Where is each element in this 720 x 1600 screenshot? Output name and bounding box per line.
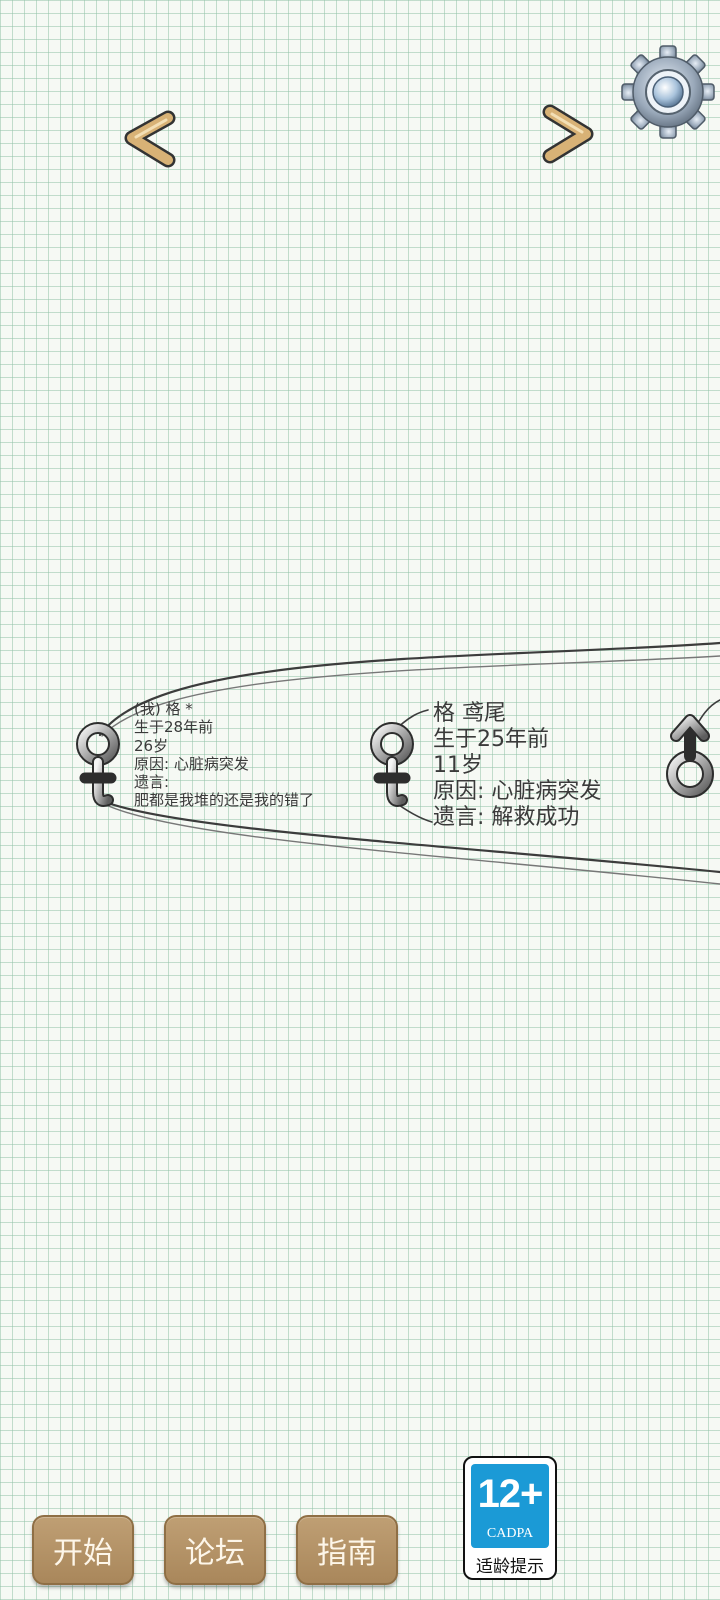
person-born: 生于25年前: [433, 726, 549, 752]
age-rating-panel: 12+ CADPA: [471, 1464, 549, 1548]
age-rating-tip: 适龄提示: [476, 1557, 544, 1577]
next-button[interactable]: [536, 98, 606, 168]
person-last-words: 遗言: 解救成功: [433, 804, 580, 830]
guide-button[interactable]: 指南: [296, 1515, 398, 1585]
person-name: (我) 格 *: [134, 700, 193, 718]
age-rating-badge[interactable]: 12+ CADPA 适龄提示: [463, 1456, 557, 1580]
person-age: 26岁: [134, 736, 169, 755]
age-rating-org: CADPA: [486, 1526, 534, 1541]
chevron-right-icon: [542, 104, 594, 164]
person-cause: 原因: 心脏病突发: [134, 754, 249, 773]
forum-button-label: 论坛: [185, 1536, 245, 1571]
person-cause: 原因: 心脏病突发: [433, 778, 602, 804]
person-info-self: (我) 格 * 生于28年前 26岁 原因: 心脏病突发 遗言: 肥都是我堆的还…: [134, 700, 314, 810]
person-node-3[interactable]: [664, 712, 720, 804]
guide-button-label: 指南: [317, 1536, 377, 1571]
start-button-label: 开始: [53, 1536, 113, 1571]
male-symbol-icon: [666, 714, 714, 798]
start-button[interactable]: 开始: [32, 1515, 134, 1585]
person-node-2[interactable]: [366, 722, 422, 814]
female-symbol-icon: [76, 722, 120, 807]
person-last-words-label: 遗言:: [134, 773, 170, 792]
person-age: 11岁: [433, 752, 483, 778]
person-last-words: 肥都是我堆的还是我的错了: [134, 791, 315, 810]
person-info-2: 格 鸢尾 生于25年前 11岁 原因: 心脏病突发 遗言: 解救成功: [433, 701, 601, 831]
person-node-self[interactable]: [72, 722, 128, 814]
forum-button[interactable]: 论坛: [164, 1515, 266, 1585]
female-symbol-icon: [370, 722, 414, 807]
chevron-left-icon: [124, 110, 176, 168]
age-rating-value: 12+: [477, 1472, 544, 1516]
gear-icon: [621, 45, 715, 139]
settings-button[interactable]: [620, 44, 716, 140]
person-name: 格 鸢尾: [433, 701, 506, 726]
person-born: 生于28年前: [134, 718, 214, 737]
previous-button[interactable]: [112, 102, 182, 172]
